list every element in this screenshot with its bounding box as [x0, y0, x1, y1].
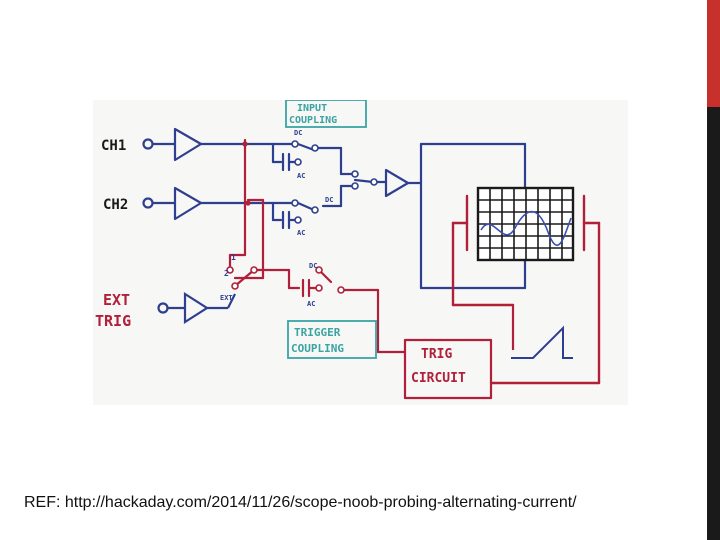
ch2-dc-label: DC [325, 196, 333, 204]
ch1-dc-label: DC [294, 129, 302, 137]
ch1-ac-label: AC [297, 172, 305, 180]
reference-caption: REF: http://hackaday.com/2014/11/26/scop… [24, 494, 577, 511]
trigger-ac-label: AC [307, 300, 315, 308]
input-coupling-label-line1: INPUT [297, 103, 327, 114]
trigger-coupling-label-line1: TRIGGER [294, 326, 341, 339]
slide-side-accent [707, 0, 720, 107]
input-coupling-box [285, 100, 367, 128]
ext-trig-label-line1: EXT [103, 291, 130, 309]
ch2-ac-label: AC [297, 229, 305, 237]
ext-trig-amplifier [183, 291, 210, 325]
crt-screen [476, 186, 575, 262]
ch1-input-terminal [142, 138, 154, 150]
trig-circuit-label-line1: TRIG [421, 347, 452, 362]
trigger-coupling-label-line2: COUPLING [291, 342, 344, 355]
slide-side-bar [707, 0, 720, 540]
oscilloscope-block-diagram: CH1 CH2 EXT TRIG INPUT COUPLING TRIGGER … [93, 100, 628, 405]
switch-pos2-label: 2 [224, 269, 229, 278]
sawtooth-waveform [511, 325, 573, 359]
trig-circuit-label-line2: CIRCUIT [411, 371, 466, 386]
trig-circuit-box [403, 338, 493, 400]
input-coupling-label-line2: COUPLING [289, 115, 337, 126]
trigger-coupling-box [287, 320, 377, 359]
ch1-amplifier [173, 127, 203, 162]
ext-switch-label: EXT [220, 294, 233, 302]
switch-pos1-label: 1 [231, 253, 236, 262]
trigger-dc-label: DC [309, 262, 317, 270]
ch1-label: CH1 [101, 138, 126, 154]
ch2-label: CH2 [103, 197, 128, 213]
vertical-amplifier [384, 168, 410, 198]
ch2-input-terminal [142, 197, 154, 209]
diagram-canvas: CH1 CH2 EXT TRIG INPUT COUPLING TRIGGER … [95, 100, 601, 400]
ext-trig-input-terminal [157, 302, 169, 314]
ext-trig-label-line2: TRIG [95, 312, 131, 330]
ch2-amplifier [173, 186, 203, 221]
